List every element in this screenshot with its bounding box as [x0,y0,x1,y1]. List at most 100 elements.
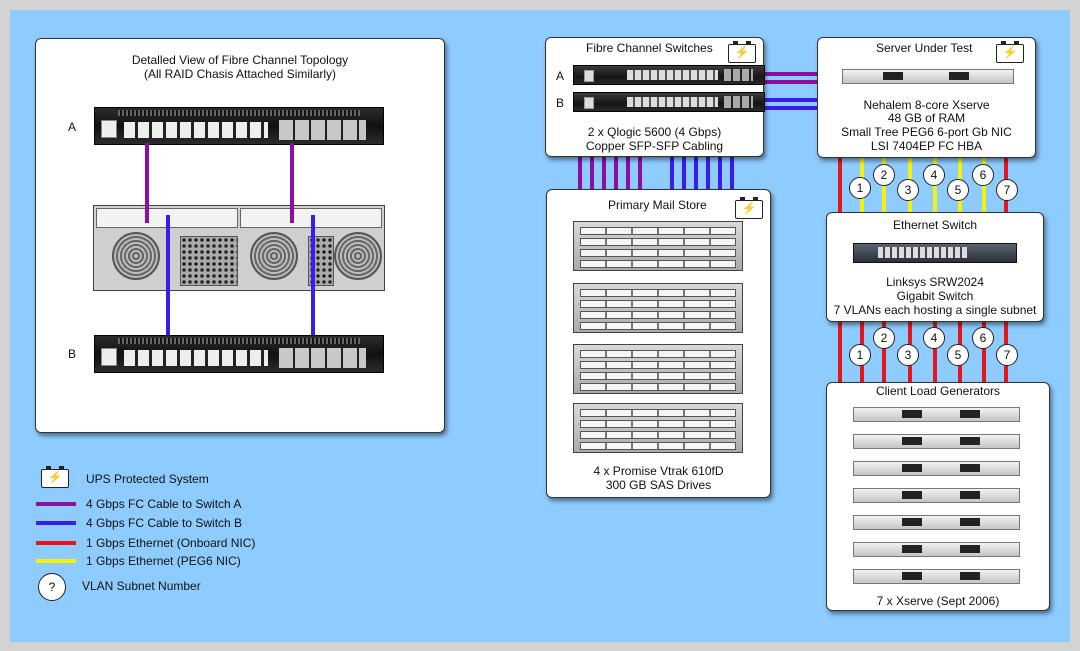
topology-title-line2: (All RAID Chasis Attached Similarly) [143,67,337,81]
legend-fc-a-label: 4 Gbps FC Cable to Switch A [86,497,242,511]
fc-cable-a-store-4 [614,155,618,189]
legend-ups-label: UPS Protected System [86,472,209,486]
mail-store-title: Primary Mail Store [608,198,707,212]
battery-bolt-icon: ⚡ [728,41,756,63]
ethernet-switch-title: Ethernet Switch [892,218,978,232]
vtrak-raid-4 [573,403,743,453]
topology-label-a: A [68,120,77,134]
vlan-circle-lower: 4 [923,327,945,349]
fan-icon [250,232,298,280]
fc-cable-a-server-2 [762,80,818,84]
client-xserve [853,461,1020,476]
fc-cable-a-2 [290,143,294,223]
vlan-circle-upper: 3 [897,179,919,201]
qlogic-switch-b [573,92,765,112]
eth-cable-client-1 [838,320,842,382]
client-xserve [853,515,1020,530]
fc-cable-a-store-6 [638,155,642,189]
fc-switches-title: Fibre Channel Switches [586,41,713,55]
topology-label-b: B [68,347,77,361]
fc-cable-a-store-3 [602,155,606,189]
fc-switch-b-label: B [556,96,565,110]
raid-chassis-rear [93,205,385,291]
fc-switch-a-label: A [556,69,565,83]
fc-cable-a-store-1 [578,155,582,189]
battery-bolt-icon: ⚡ [735,197,763,219]
vent-grille [180,236,238,286]
clients-title: Client Load Generators [875,384,1001,398]
fc-cable-a-store-2 [590,155,594,189]
battery-bolt-icon: ⚡ [996,41,1024,63]
client-xserve [853,434,1020,449]
server-panel: Server Under Test ⚡ Nehalem 8-core Xserv… [817,37,1036,158]
legend-peg6-line [36,559,76,563]
client-xserve [853,542,1020,557]
fc-cable-b-store-5 [718,155,722,189]
client-xserve [853,569,1020,584]
vtrak-raid-3 [573,344,743,394]
legend-onboard-line [36,541,76,545]
mail-store-panel: Primary Mail Store ⚡ 4 x Promise Vtrak 6… [546,189,771,498]
legend-fc-a-line [36,502,76,506]
fc-cable-a-server-1 [762,72,818,76]
ethernet-switch-line1: Linksys SRW2024 [886,275,984,289]
server-title: Server Under Test [876,41,973,55]
fc-cable-a-1 [145,143,149,223]
eth-cable-client-7 [982,320,986,382]
qlogic-switch-b-detail [94,335,384,373]
vlan-circle-upper: 6 [972,164,994,186]
server-line1: Nehalem 8-core Xserve [863,98,990,112]
eth-cable-server-1 [838,157,842,212]
vlan-circle-lower: 5 [947,344,969,366]
mail-store-desc-line1: 4 x Promise Vtrak 610fD [593,464,724,478]
fc-cable-b-store-1 [670,155,674,189]
legend-vlan-label: VLAN Subnet Number [82,579,201,593]
fc-cable-a-store-5 [626,155,630,189]
clients-desc: 7 x Xserve (Sept 2006) [876,594,1000,608]
fc-cable-b-store-4 [706,155,710,189]
client-xserve [853,407,1020,422]
fc-cable-b-server-1 [762,98,818,102]
eth-cable-client-5 [933,320,937,382]
legend-ups-icon: ⚡ [41,466,69,488]
fan-icon [334,232,382,280]
fan-icon [112,232,160,280]
vtrak-raid-2 [573,283,743,333]
client-load-panel: Client Load Generators 7 x Xserve (Sept … [826,382,1050,611]
fc-cable-b-store-6 [730,155,734,189]
vlan-circle-upper: 7 [996,179,1018,201]
ethernet-switch-line2: Gigabit Switch [896,289,974,303]
server-line3: Small Tree PEG6 6-port Gb NIC [841,125,1012,139]
mail-store-desc-line2: 300 GB SAS Drives [605,478,712,492]
vlan-circle-upper: 5 [947,179,969,201]
client-xserve [853,488,1020,503]
vlan-circle-lower: 2 [873,327,895,349]
legend-onboard-label: 1 Gbps Ethernet (Onboard NIC) [86,536,256,550]
fc-cable-b-2 [311,215,315,335]
fc-switches-panel: Fibre Channel Switches ⚡ A B 2 x Qlogic … [545,37,765,157]
vtrak-raid-1 [573,221,743,271]
qlogic-switch-a [573,65,765,85]
ethernet-switch-panel: Ethernet Switch Linksys SRW2024 Gigabit … [826,212,1044,322]
fc-switches-desc-line2: Copper SFP-SFP Cabling [585,139,724,153]
legend-vlan-circle: ? [38,573,66,601]
legend-fc-b-line [36,521,76,525]
xserve-server [842,69,1014,84]
server-line4: LSI 7404EP FC HBA [870,139,983,153]
vlan-circle-lower: 7 [996,344,1018,366]
fc-cable-b-store-3 [694,155,698,189]
linksys-switch [853,243,1017,263]
fc-topology-panel: Detalled View of Fibre Channel Topology … [35,38,445,433]
eth-cable-client-3 [882,320,886,382]
vlan-circle-upper: 4 [923,164,945,186]
ethernet-switch-line3: 7 VLANs each hosting a single subnet [833,303,1037,317]
legend-peg6-label: 1 Gbps Ethernet (PEG6 NIC) [86,554,241,568]
fc-cable-b-1 [166,215,170,335]
vlan-circle-upper: 1 [849,177,871,199]
legend-fc-b-label: 4 Gbps FC Cable to Switch B [86,516,243,530]
fc-switches-desc-line1: 2 x Qlogic 5600 (4 Gbps) [587,125,722,139]
server-line2: 48 GB of RAM [887,111,966,125]
qlogic-switch-a-detail [94,107,384,145]
topology-title-line1: Detalled View of Fibre Channel Topology [131,53,349,67]
